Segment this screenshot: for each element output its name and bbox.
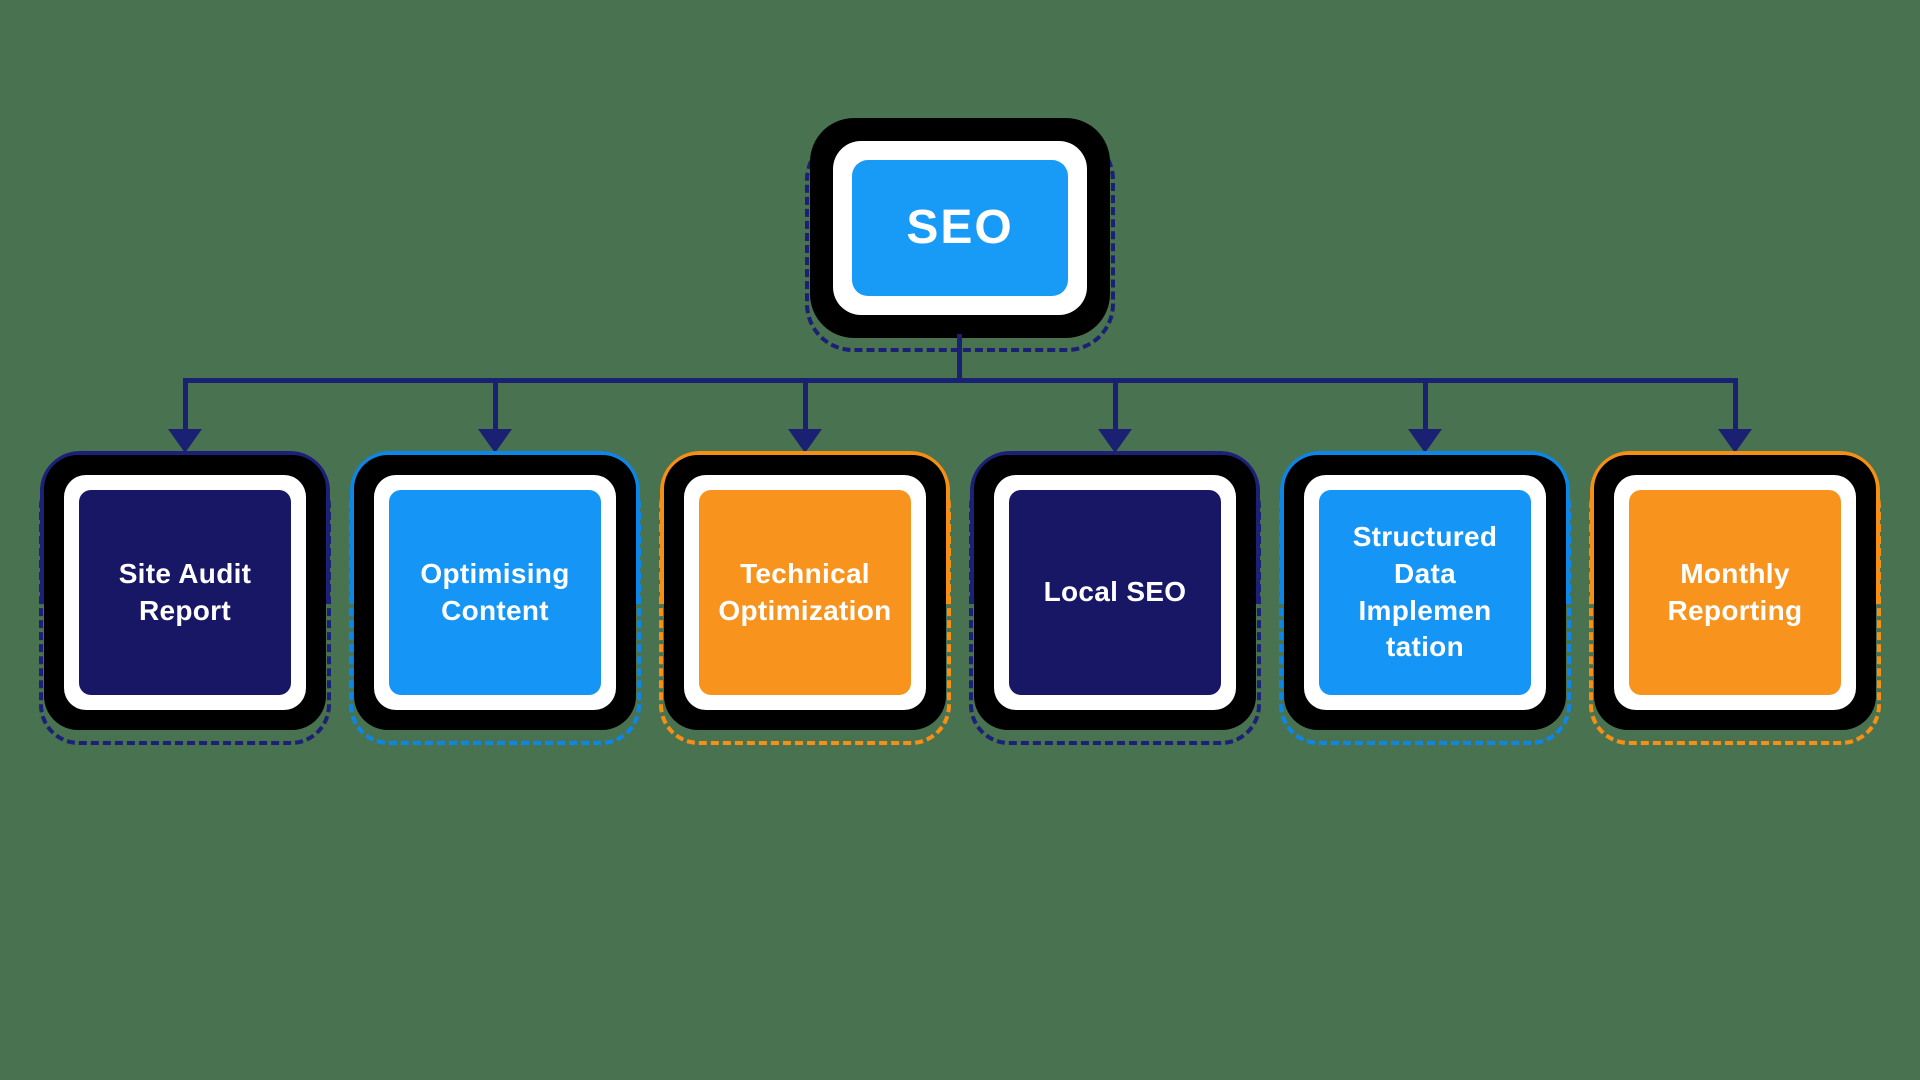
node-border-black: SEO — [810, 118, 1110, 338]
node-ring-white: Monthly Reporting — [1614, 475, 1856, 710]
node-seo-root: SEO — [805, 118, 1115, 352]
node-site-audit-report: Site Audit Report — [39, 378, 331, 745]
connector-drop-arrow — [168, 378, 202, 453]
arrowhead-down-icon — [788, 429, 822, 453]
node-fill: SEO — [852, 160, 1068, 296]
root-node-label: SEO — [906, 201, 1014, 255]
node-fill: Technical Optimization — [699, 490, 911, 695]
node-fill: Site Audit Report — [79, 490, 291, 695]
arrowhead-down-icon — [1098, 429, 1132, 453]
accent-outline — [1280, 451, 1570, 604]
node-border-black: Local SEO — [974, 455, 1256, 730]
node-structured-data-implementation: Structured Data Implemen tation — [1279, 378, 1571, 745]
arrow-stem — [492, 378, 498, 429]
arrow-stem — [1422, 378, 1428, 429]
node-optimising-content: Optimising Content — [349, 378, 641, 745]
node-fill: Local SEO — [1009, 490, 1221, 695]
child-nodes-row: Site Audit Report Optimising Content — [0, 378, 1920, 745]
accent-outline — [40, 451, 330, 604]
node-ring-white: SEO — [833, 141, 1087, 315]
node-ring-white: Optimising Content — [374, 475, 616, 710]
node-ring-white: Technical Optimization — [684, 475, 926, 710]
node-monthly-reporting: Monthly Reporting — [1589, 378, 1881, 745]
accent-outline — [660, 451, 950, 604]
node-label: Technical Optimization — [718, 557, 892, 626]
node-ring-white: Local SEO — [994, 475, 1236, 710]
node-fill: Optimising Content — [389, 490, 601, 695]
arrowhead-down-icon — [1718, 429, 1752, 453]
arrowhead-down-icon — [1408, 429, 1442, 453]
node-border-black: Optimising Content — [354, 455, 636, 730]
node-ring-white: Structured Data Implemen tation — [1304, 475, 1546, 710]
connector-drop-arrow — [478, 378, 512, 453]
accent-outline — [350, 451, 640, 604]
arrow-stem — [1732, 378, 1738, 429]
node-fill: Structured Data Implemen tation — [1319, 490, 1531, 695]
arrow-stem — [182, 378, 188, 429]
node-technical-optimization: Technical Optimization — [659, 378, 951, 745]
accent-outline — [1590, 451, 1880, 604]
arrow-stem — [802, 378, 808, 429]
node-label: Optimising Content — [420, 557, 570, 626]
node-label: Local SEO — [1043, 576, 1187, 608]
connector-trunk-line — [957, 334, 962, 378]
arrowhead-down-icon — [478, 429, 512, 453]
accent-outline — [970, 451, 1260, 604]
node-border-black: Structured Data Implemen tation — [1284, 455, 1566, 730]
node-label: Site Audit Report — [118, 557, 252, 626]
connector-drop-arrow — [1098, 378, 1132, 453]
connector-drop-arrow — [1718, 378, 1752, 453]
node-border-black: Site Audit Report — [44, 455, 326, 730]
node-border-black: Technical Optimization — [664, 455, 946, 730]
node-border-black: Monthly Reporting — [1594, 455, 1876, 730]
arrow-stem — [1112, 378, 1118, 429]
node-label: Monthly Reporting — [1667, 557, 1803, 626]
connector-drop-arrow — [788, 378, 822, 453]
connector-horizontal-rail — [184, 378, 1736, 383]
connector-drop-arrow — [1408, 378, 1442, 453]
node-local-seo: Local SEO — [969, 378, 1261, 745]
node-fill: Monthly Reporting — [1629, 490, 1841, 695]
node-ring-white: Site Audit Report — [64, 475, 306, 710]
arrowhead-down-icon — [168, 429, 202, 453]
node-label: Structured Data Implemen tation — [1352, 520, 1498, 663]
